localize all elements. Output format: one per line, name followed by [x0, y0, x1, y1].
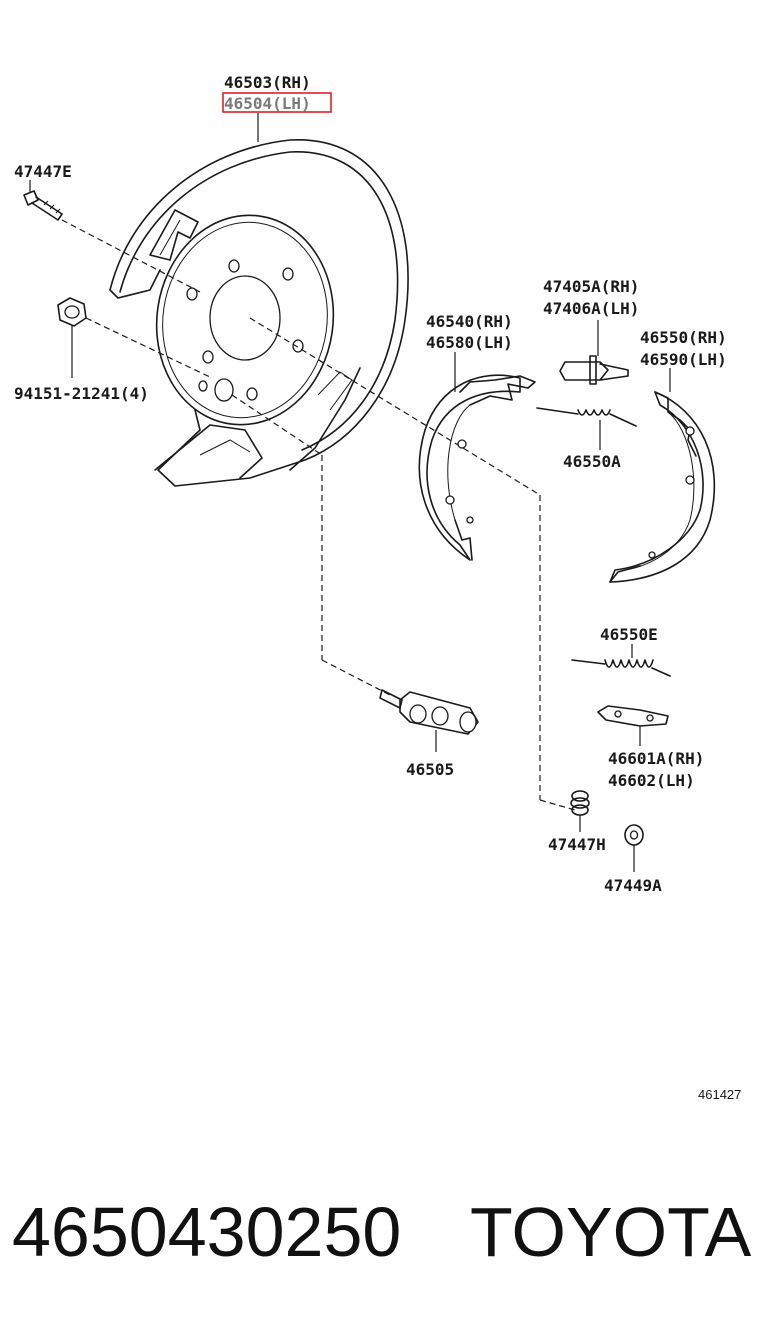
- brake-shoe-rear[interactable]: [609, 391, 716, 583]
- label-spring-upper: 46550A: [563, 452, 621, 471]
- label-nut: 94151-21241(4): [14, 384, 149, 403]
- label-wheel-cylinder: 46505: [406, 760, 454, 779]
- label-lever-rh: 46601A(RH): [608, 749, 704, 768]
- bolt-47447e[interactable]: [23, 190, 63, 221]
- spring-cup-47447h[interactable]: [570, 790, 590, 816]
- label-shoe-rear-lh: 46590(LH): [640, 350, 727, 369]
- spring-46550a[interactable]: [536, 407, 637, 427]
- label-shoe-front-lh: 46580(LH): [426, 333, 513, 352]
- label-backing-plate-lh[interactable]: 46504(LH): [224, 94, 311, 113]
- footer-brand: TOYOTA: [470, 1193, 752, 1271]
- label-spring-lower: 46550E: [600, 625, 658, 644]
- nut-94151[interactable]: [57, 297, 87, 327]
- label-spring-cup: 47447H: [548, 835, 606, 854]
- wheel-cylinder[interactable]: [379, 689, 479, 735]
- diagram-code: 461427: [698, 1087, 741, 1102]
- label-hold-pin-rh: 47405A(RH): [543, 277, 639, 296]
- label-hold-pin-lh: 47406A(LH): [543, 299, 639, 318]
- brake-shoe-front[interactable]: [418, 374, 536, 561]
- washer-47449a[interactable]: [624, 824, 644, 846]
- hold-down-pin[interactable]: [559, 355, 629, 385]
- highlight-box: [222, 92, 332, 113]
- spring-46550e[interactable]: [571, 659, 671, 677]
- footer-part-number: 4650430250: [12, 1193, 401, 1271]
- label-shoe-front-rh: 46540(RH): [426, 312, 513, 331]
- label-washer: 47449A: [604, 876, 662, 895]
- label-backing-plate-rh: 46503(RH): [224, 73, 311, 92]
- label-lever-lh: 46602(LH): [608, 771, 695, 790]
- label-bolt: 47447E: [14, 162, 72, 181]
- label-shoe-rear-rh: 46550(RH): [640, 328, 727, 347]
- backing-plate[interactable]: [109, 92, 409, 487]
- parking-lever[interactable]: [597, 705, 669, 727]
